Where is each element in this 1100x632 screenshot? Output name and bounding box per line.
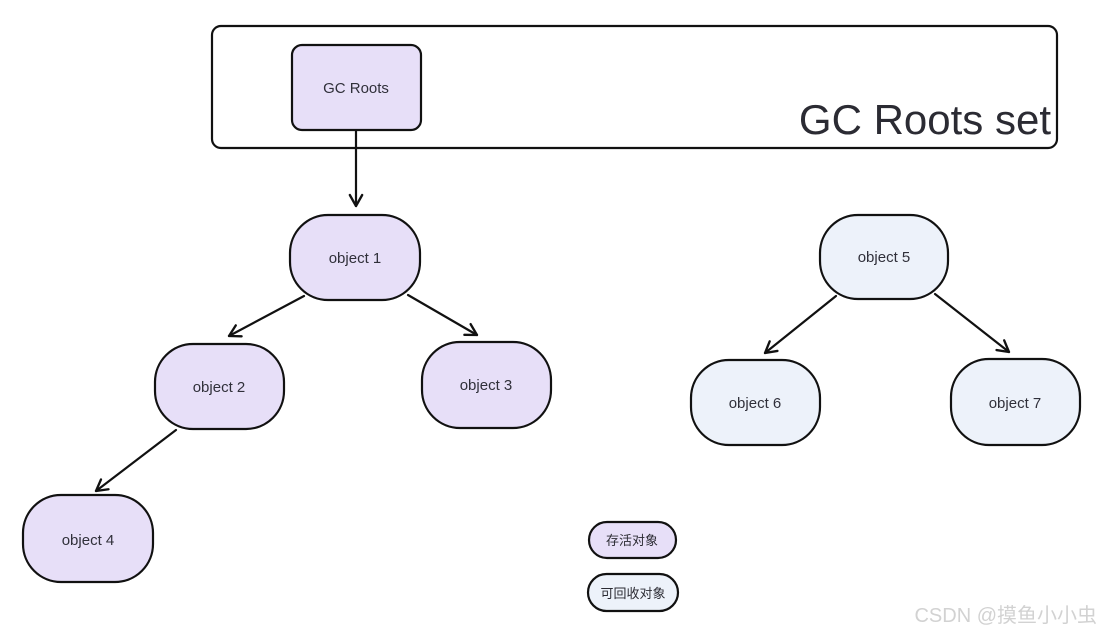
node-object6: object 6 bbox=[689, 358, 822, 447]
node-object5: object 5 bbox=[818, 213, 950, 301]
node-object3-label: object 3 bbox=[460, 377, 513, 394]
node-object7-label: object 7 bbox=[989, 395, 1042, 412]
legend-item-recyclable-label: 可回收对象 bbox=[600, 586, 665, 601]
node-object4: object 4 bbox=[21, 493, 155, 584]
node-object2: object 2 bbox=[153, 342, 286, 431]
gc-roots-set-container bbox=[210, 24, 1059, 150]
gc-roots-node-label: GC Roots bbox=[323, 80, 389, 97]
legend-item-recyclable: 可回收对象 bbox=[586, 572, 680, 613]
node-object2-label: object 2 bbox=[193, 379, 246, 396]
node-object1-label: object 1 bbox=[329, 250, 382, 267]
node-object1: object 1 bbox=[288, 213, 422, 302]
edge-object1-object3 bbox=[406, 293, 479, 337]
edge-object5-object7 bbox=[933, 292, 1011, 354]
node-object6-label: object 6 bbox=[729, 395, 782, 412]
csdn-watermark: CSDN @摸鱼小小虫 bbox=[914, 604, 1097, 627]
node-object5-label: object 5 bbox=[858, 249, 911, 266]
edge-object5-object6 bbox=[763, 294, 838, 355]
node-object3: object 3 bbox=[420, 340, 553, 430]
diagram-edges bbox=[94, 129, 1011, 493]
legend-item-alive-label: 存活对象 bbox=[606, 533, 658, 548]
legend: 存活对象 可回收对象 bbox=[586, 520, 680, 613]
legend-item-alive: 存活对象 bbox=[587, 520, 678, 560]
gc-roots-set-title: GC Roots set bbox=[799, 96, 1051, 143]
edge-object1-object2 bbox=[227, 294, 306, 338]
node-object7: object 7 bbox=[949, 357, 1082, 447]
gc-roots-node: GC Roots bbox=[290, 43, 423, 132]
edge-object2-object4 bbox=[94, 428, 178, 493]
node-object4-label: object 4 bbox=[62, 532, 115, 549]
